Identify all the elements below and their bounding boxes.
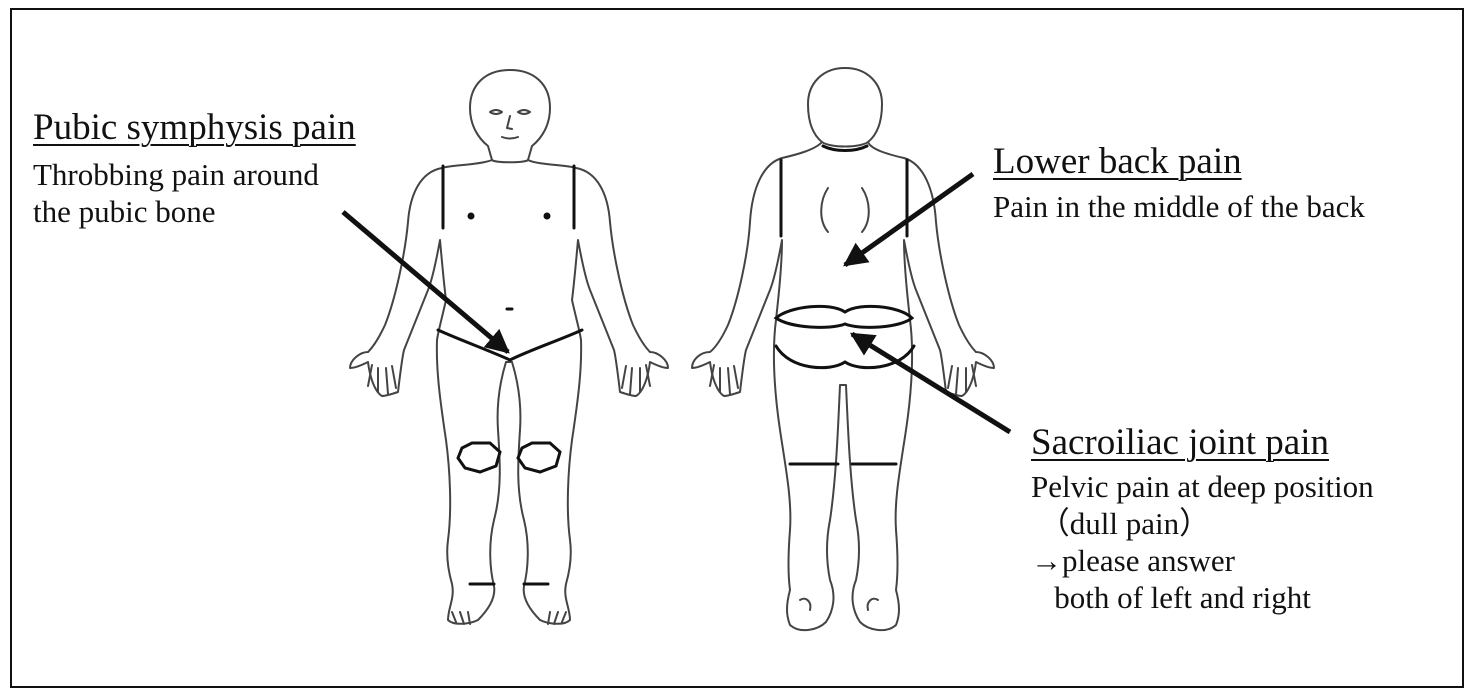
front-markings [438, 166, 582, 584]
front-right-nipple [545, 214, 549, 218]
front-left-knee [458, 443, 500, 472]
sacroiliac-joint-arrow [852, 334, 1010, 432]
lower-back-arrow [845, 174, 973, 265]
front-left-nipple [469, 214, 473, 218]
lower-back-description: Pain in the middle of the back [993, 188, 1365, 225]
back-markings [776, 146, 914, 464]
front-toes [452, 612, 566, 624]
front-right-knee [518, 443, 560, 472]
front-body-figure [350, 70, 668, 624]
back-feet-soles [800, 599, 878, 610]
pubic-symphysis-heading: Pubic symphysis pain [33, 106, 356, 150]
pubic-symphysis-arrow [343, 212, 508, 352]
sacroiliac-joint-description: Pelvic pain at deep position （dull pain）… [1031, 468, 1374, 616]
sacroiliac-joint-heading: Sacroiliac joint pain [1031, 421, 1329, 465]
front-torso-outline [350, 160, 668, 624]
pubic-symphysis-description: Throbbing pain around the pubic bone [33, 156, 319, 230]
back-body-figure [692, 68, 994, 630]
back-upper-pelvis [776, 306, 912, 327]
front-nose-mouth [502, 116, 518, 139]
back-head [808, 68, 882, 147]
back-shoulder-blades [821, 188, 869, 232]
front-pelvis-line [438, 330, 582, 360]
front-eyes [490, 110, 530, 114]
lower-back-heading: Lower back pain [993, 140, 1242, 184]
